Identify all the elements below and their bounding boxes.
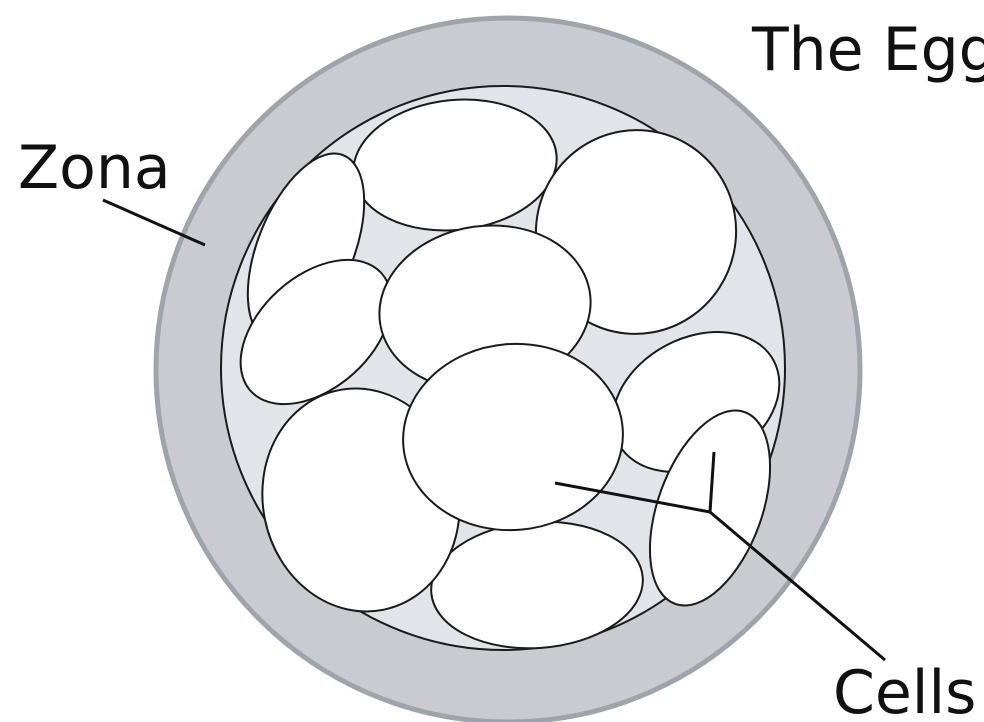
cells-group bbox=[213, 90, 804, 656]
zona-label: Zona bbox=[18, 133, 171, 203]
cells-label: Cells bbox=[833, 658, 976, 722]
diagram-title: The Egg bbox=[751, 15, 984, 85]
